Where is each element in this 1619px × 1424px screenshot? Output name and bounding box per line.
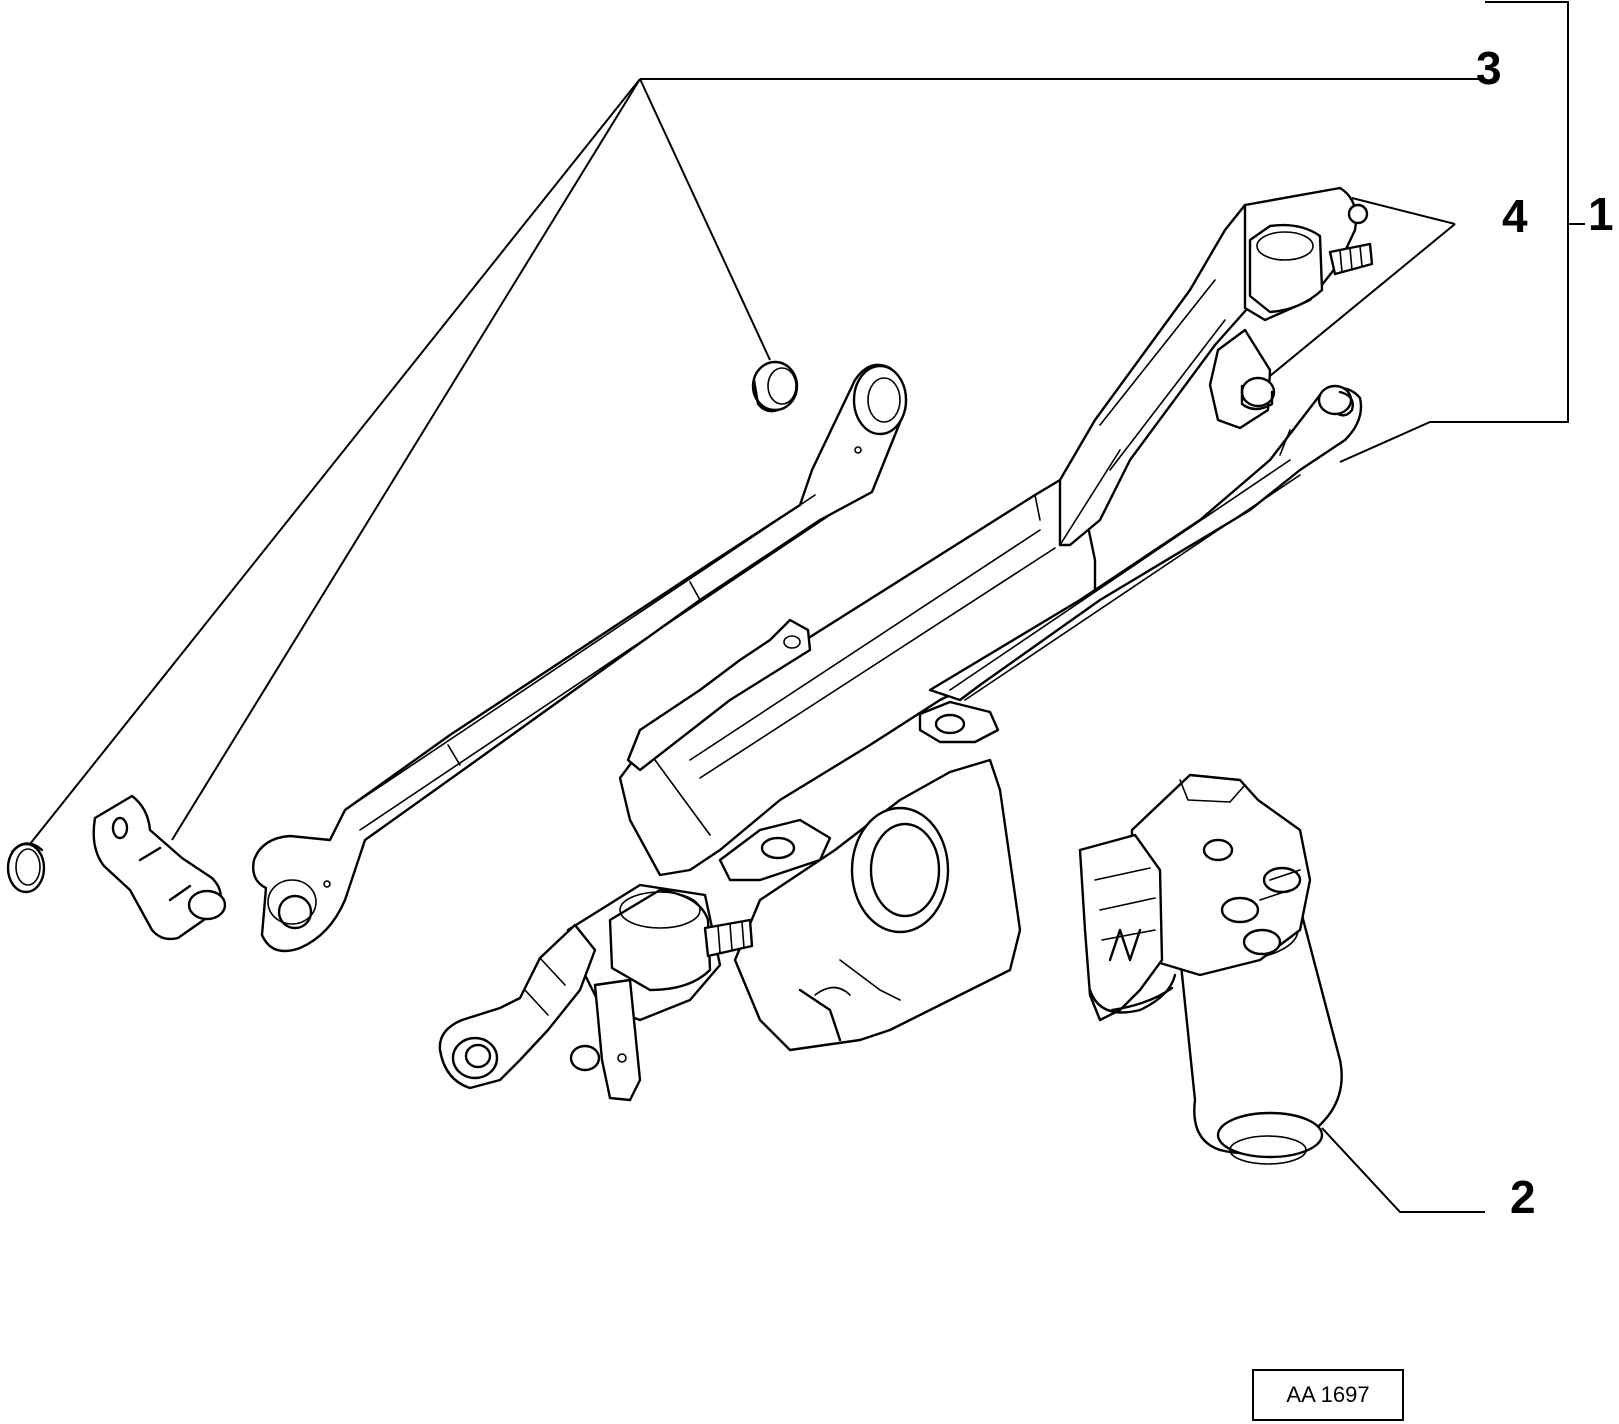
ball-joint-crank: [92, 794, 227, 941]
leader-lines: [29, 1, 1585, 1213]
wiper-motor: [1078, 773, 1343, 1165]
callout-1: 1: [1588, 188, 1614, 240]
pivot-stud-4: [1208, 328, 1276, 430]
bushing-cap-upper: [751, 360, 799, 413]
leader-2: [1321, 1127, 1485, 1213]
reference-code-box: AA 1697: [1252, 1369, 1404, 1421]
callout-2: 2: [1510, 1171, 1536, 1223]
reference-code: AA 1697: [1286, 1382, 1370, 1407]
leader-4: [1351, 197, 1456, 225]
callout-3: 3: [1476, 42, 1502, 94]
connecting-rod-loose: [252, 363, 908, 953]
callout-4: 4: [1502, 190, 1528, 242]
spindle-upper: [1243, 186, 1374, 322]
wiper-frame-assembly: [438, 186, 1374, 1102]
bushing-cap-left: [6, 842, 46, 894]
leader-bracket-1: [1339, 1, 1569, 463]
